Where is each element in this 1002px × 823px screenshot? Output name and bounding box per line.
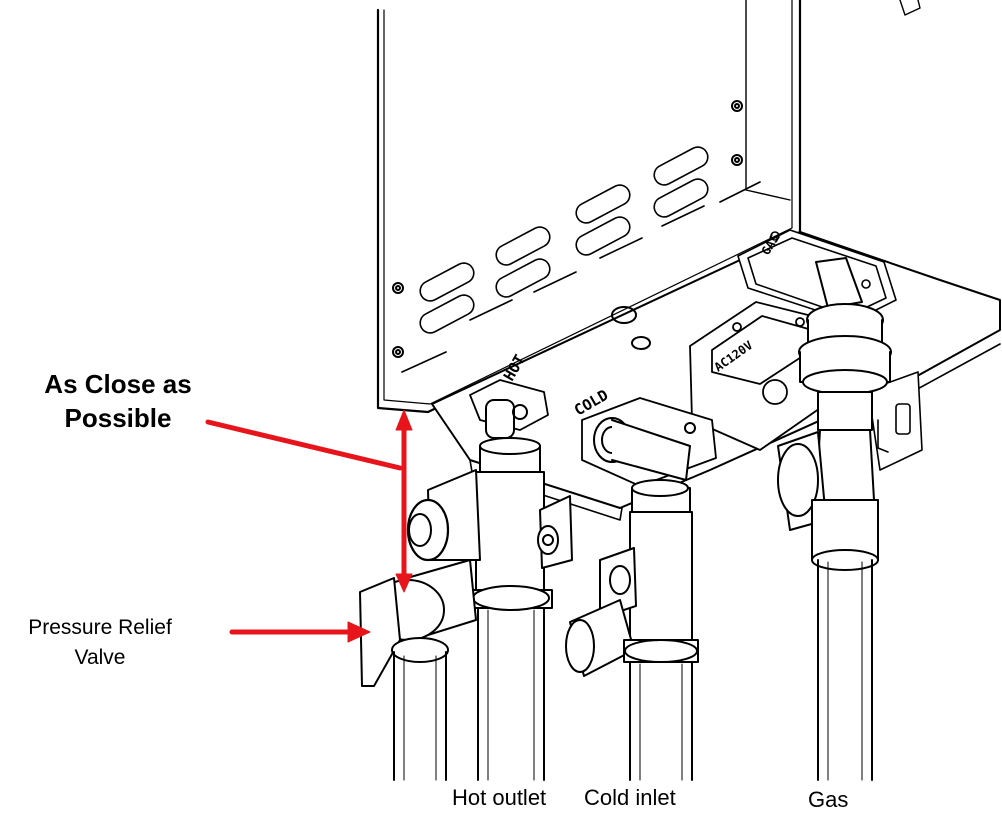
relief-line-2: Valve (74, 646, 126, 670)
hot-outlet-pipe (406, 379, 573, 781)
hot-outlet-label: Hot outlet (452, 785, 547, 810)
gas-label: Gas (808, 787, 849, 812)
as-close-line-1: As Close as (44, 369, 192, 399)
relief-line-1: Pressure Relief (28, 616, 172, 639)
side-bracket (867, 371, 923, 471)
heater-cabinet (376, 0, 921, 414)
pressure-relief-valve (359, 559, 477, 781)
pressure-relief-valve-label: Pressure Relief Valve (0, 613, 200, 674)
as-close-as-possible-label: As Close as Possible (18, 368, 218, 436)
cold-inlet-pipe (565, 397, 717, 781)
distance-arrow (395, 409, 413, 593)
close-pointer-arrow (205, 419, 403, 471)
as-close-line-2: Possible (64, 402, 172, 433)
relief-pointer-arrow (229, 621, 371, 643)
vent-slots (401, 146, 761, 373)
cold-inlet-label: Cold inlet (584, 785, 676, 810)
gas-pipe (777, 257, 892, 781)
